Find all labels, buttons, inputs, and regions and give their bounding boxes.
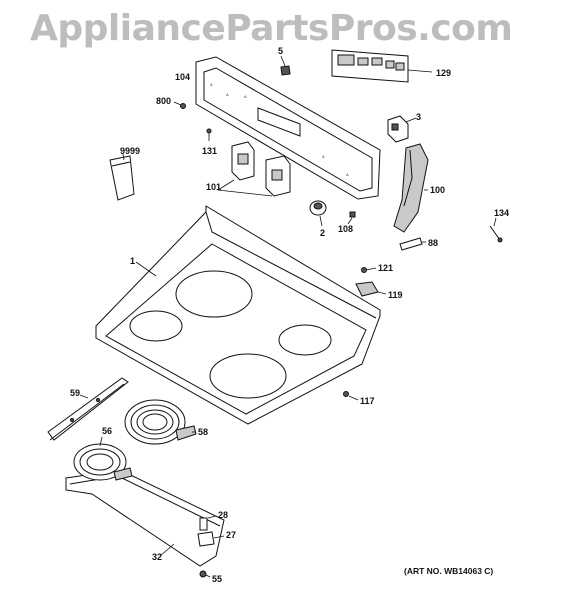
callout-88: 88 [428, 238, 439, 248]
callout-55: 55 [212, 574, 223, 584]
callout-3: 3 [416, 112, 422, 122]
svg-text:A: A [244, 94, 247, 99]
watermark: AppliancePartsPros.com [30, 8, 513, 49]
screw-108 [347, 211, 356, 225]
callout-131: 131 [202, 146, 218, 156]
callout-2: 2 [320, 228, 326, 238]
screw-117 [343, 391, 359, 401]
screw-121 [361, 267, 377, 273]
art-number: (ART NO. WB14063 C) [404, 566, 494, 576]
callout-5: 5 [278, 46, 284, 56]
surface-element-large [124, 399, 197, 445]
callout-1: 1 [130, 256, 136, 266]
callout-104: 104 [175, 72, 191, 82]
literature-packet [109, 153, 135, 201]
callout-121: 121 [378, 263, 394, 273]
control-knob [309, 200, 327, 227]
svg-text:A: A [346, 172, 349, 177]
svg-text:A: A [322, 154, 325, 159]
callout-32: 32 [152, 552, 163, 562]
part-5-clip [280, 55, 291, 76]
backsplash-panel: A A A A A [195, 56, 381, 200]
screw-131 [206, 128, 212, 141]
svg-text:A: A [210, 82, 213, 87]
callout-100: 100 [430, 185, 446, 195]
surface-element-small [73, 436, 133, 481]
infinite-switch-brackets [217, 141, 291, 197]
burner-bracket [47, 377, 129, 441]
screw-134 [489, 217, 503, 243]
side-trim-endcap [393, 143, 429, 233]
control-board [331, 49, 433, 83]
cooktop-glass [95, 205, 381, 425]
callout-119: 119 [388, 290, 403, 300]
callout-134: 134 [494, 208, 510, 218]
callout-129: 129 [436, 68, 452, 78]
callout-56: 56 [102, 426, 113, 436]
callout-28: 28 [218, 510, 229, 520]
part-3-terminal-block [387, 115, 417, 143]
callout-59: 59 [70, 388, 81, 398]
callout-117: 117 [360, 396, 375, 406]
terminal-27 [197, 531, 225, 547]
callout-58: 58 [198, 427, 209, 437]
hinge-bracket [355, 281, 387, 297]
callout-108: 108 [338, 224, 354, 234]
svg-text:A: A [226, 92, 229, 97]
terminal-28 [199, 515, 217, 531]
screw-55 [199, 570, 211, 578]
callout-101: 101 [206, 182, 222, 192]
callout-9999: 9999 [120, 146, 141, 156]
part-88-rod [399, 237, 426, 251]
screw-800 [173, 101, 186, 109]
callout-27: 27 [226, 530, 237, 540]
callout-800: 800 [156, 96, 172, 106]
